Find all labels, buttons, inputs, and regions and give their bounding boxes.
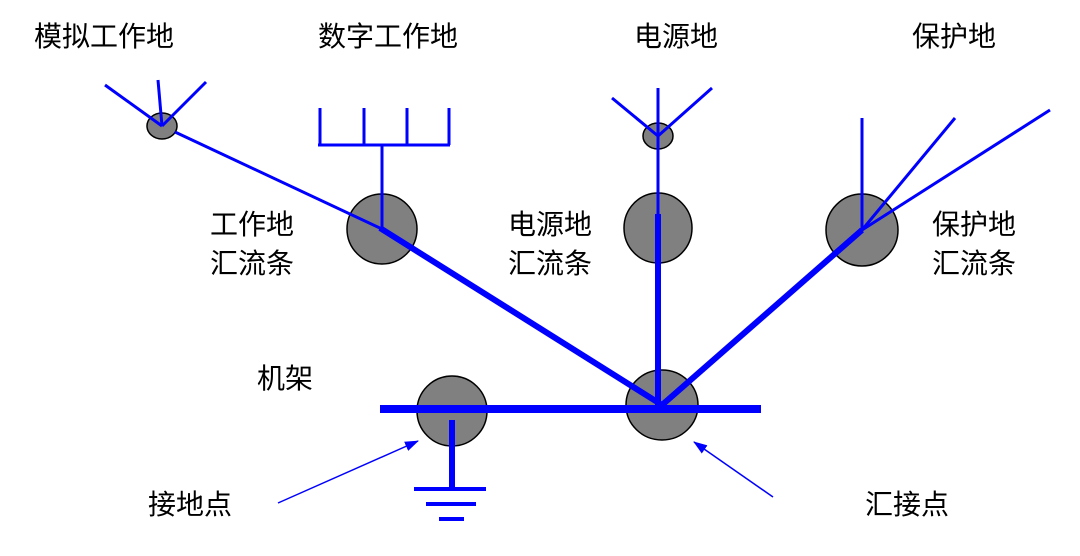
protective-ground-wires bbox=[860, 108, 1051, 232]
junction-point-arrow bbox=[693, 441, 774, 498]
junction-point-label: 汇接点 bbox=[865, 488, 949, 521]
grounding-point-label: 接地点 bbox=[148, 488, 232, 521]
protect-bus-to-junction bbox=[660, 227, 864, 408]
power-ground-label: 电源地 bbox=[634, 20, 718, 53]
protective-ground-label: 保护地 bbox=[912, 20, 996, 53]
protect-bus-label-line2: 汇流条 bbox=[932, 247, 1016, 280]
digital-ground-comb bbox=[318, 108, 451, 229]
grounding-point-arrow bbox=[277, 440, 419, 504]
protect-bus-label-line1: 保护地 bbox=[932, 208, 1016, 241]
digital-ground-label: 数字工作地 bbox=[318, 20, 458, 53]
analog-ground-wires bbox=[104, 79, 208, 128]
power-bus-label-line2: 汇流条 bbox=[508, 247, 592, 280]
work-bus-label-line2: 汇流条 bbox=[210, 247, 294, 280]
analog-to-work-bus-wire bbox=[174, 130, 383, 231]
frame-label: 机架 bbox=[257, 362, 313, 395]
power-bus-label-line1: 电源地 bbox=[508, 208, 592, 241]
analog-ground-label: 模拟工作地 bbox=[34, 20, 174, 53]
work-bus-label-line1: 工作地 bbox=[210, 208, 294, 241]
power-ground-wires bbox=[611, 86, 713, 214]
work-bus-to-junction bbox=[378, 225, 664, 408]
earth-symbol bbox=[414, 420, 486, 521]
